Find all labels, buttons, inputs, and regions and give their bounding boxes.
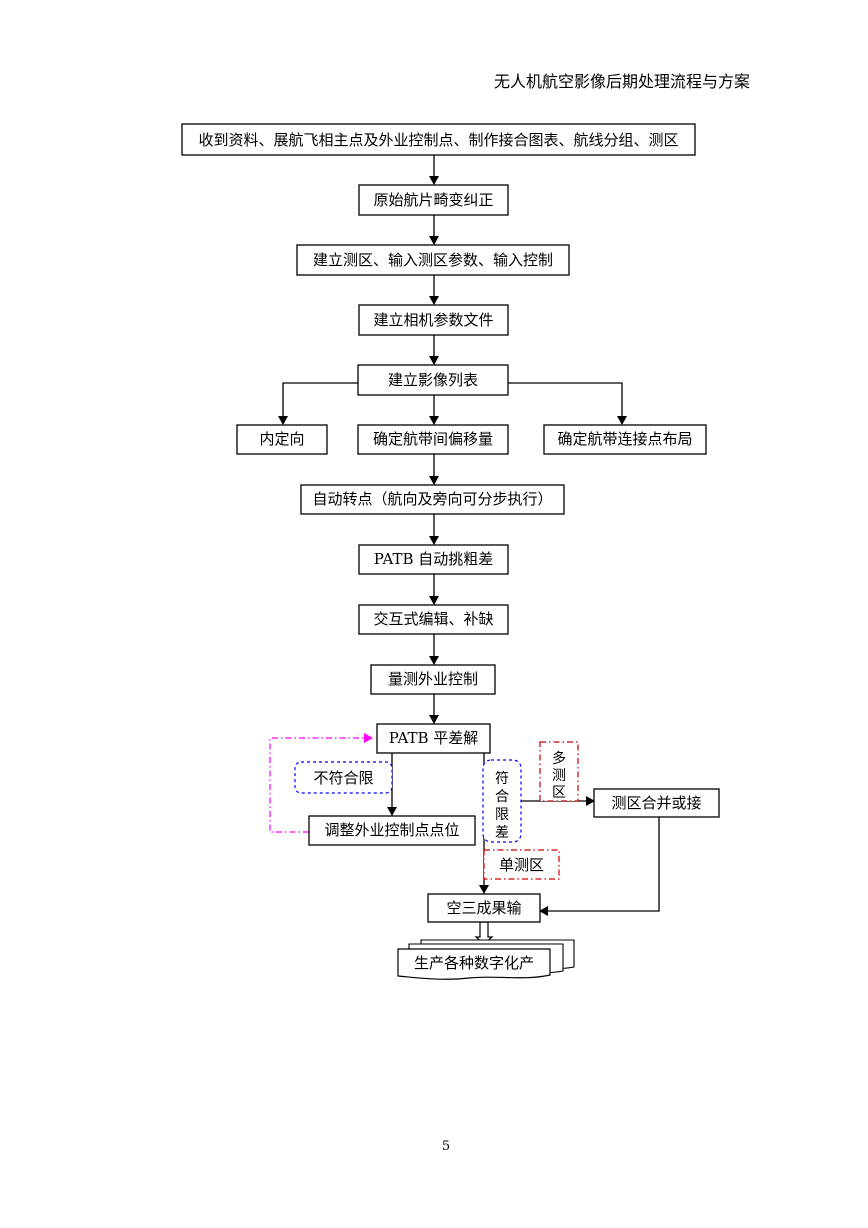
box-aerial-result-label: 空三成果输 — [446, 899, 521, 917]
condition-labels: 不符合限 符 合 限 差 多 测 区 单测区 — [294, 741, 579, 880]
digital-products-stack: 生产各种数字化产 — [397, 939, 575, 980]
box-interactive-edit — [358, 604, 509, 635]
box-auto-transfer-label: 自动转点（航向及旁向可分步执行） — [312, 490, 552, 508]
condition-within-limit-char-3: 限 — [495, 807, 509, 823]
box-strip-offset — [357, 424, 509, 455]
box-image-list — [357, 364, 509, 396]
box-adjust-control-points — [308, 815, 476, 846]
box-measure-control — [370, 664, 496, 695]
condition-out-of-limit — [294, 761, 393, 794]
condition-multi-area — [539, 741, 579, 802]
box-image-list-label: 建立影像列表 — [388, 371, 478, 389]
arrow-image-list-to-inner-orientation — [278, 382, 358, 425]
arrow-merge-to-result — [539, 817, 660, 916]
box-aerial-result — [427, 893, 541, 923]
box-create-area-label: 建立测区、输入测区参数、输入控制 — [313, 251, 553, 269]
document-header-title: 无人机航空影像后期处理流程与方案 — [493, 72, 750, 91]
condition-within-limit-char-1: 符 — [495, 771, 509, 787]
box-strip-offset-label: 确定航带间偏移量 — [373, 430, 493, 448]
box-collect-label: 收到资料、展航飞相主点及外业控制点、制作接合图表、航线分组、测区 — [198, 131, 678, 149]
box-inner-orientation-label: 内定向 — [259, 430, 304, 448]
arrow-image-list-to-tie-layout — [508, 382, 627, 425]
magenta-feedback-loop — [269, 733, 373, 833]
header-divider — [113, 97, 753, 98]
box-patb-adjustment — [376, 723, 491, 754]
box-patb-gross-error — [358, 544, 509, 575]
box-strip-tie-layout — [543, 424, 707, 455]
condition-within-limit-char-2: 合 — [495, 789, 509, 805]
page-number: 5 — [441, 1139, 451, 1154]
box-create-area — [296, 244, 570, 276]
condition-out-of-limit-label: 不符合限 — [313, 769, 373, 787]
box-inner-orientation — [236, 424, 328, 455]
box-patb-adjustment-label: PATB 平差解 — [389, 729, 479, 747]
box-auto-transfer — [300, 484, 565, 515]
box-patb-gross-error-label: PATB 自动挑粗差 — [374, 550, 494, 568]
box-merge-areas-label: 测区合并或接 — [611, 794, 701, 812]
box-distortion — [358, 184, 509, 216]
condition-multi-area-char-1: 多 — [552, 750, 566, 767]
condition-single-area-label: 单测区 — [499, 856, 544, 874]
condition-within-limit — [482, 759, 522, 843]
condition-single-area — [483, 849, 560, 880]
box-measure-control-label: 量测外业控制 — [388, 670, 478, 688]
flow-connectors — [269, 155, 660, 945]
box-strip-tie-layout-label: 确定航带连接点布局 — [557, 430, 692, 448]
box-distortion-label: 原始航片畸变纠正 — [373, 191, 493, 209]
box-adjust-control-points-label: 调整外业控制点点位 — [324, 821, 459, 839]
box-camera-file-label: 建立相机参数文件 — [373, 311, 493, 329]
digital-products-label: 生产各种数字化产 — [414, 954, 534, 972]
document-stack-front-sheet — [397, 948, 551, 980]
box-camera-file — [358, 304, 509, 336]
condition-multi-area-char-3: 区 — [552, 785, 566, 801]
box-interactive-edit-label: 交互式编辑、补缺 — [373, 610, 493, 628]
condition-multi-area-char-2: 测 — [552, 768, 566, 784]
box-merge-areas — [593, 788, 720, 818]
box-collect — [181, 123, 696, 156]
flow-boxes: 收到资料、展航飞相主点及外业控制点、制作接合图表、航线分组、测区 原始航片畸变纠… — [181, 123, 720, 923]
condition-within-limit-char-4: 差 — [495, 825, 509, 841]
